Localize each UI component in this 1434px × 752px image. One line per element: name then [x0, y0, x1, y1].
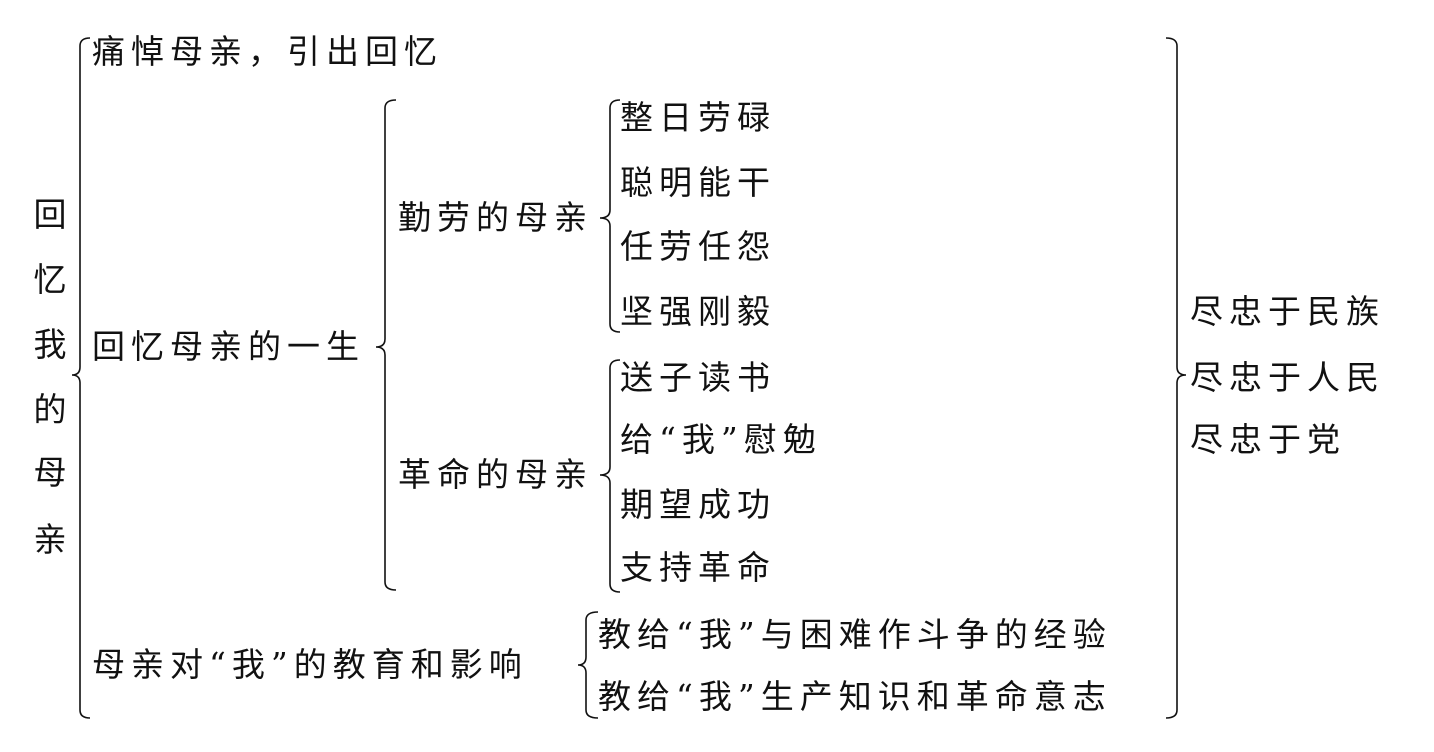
- revolutionary-item: 期望成功: [620, 485, 776, 524]
- influence-item: 教给“我”与困难作斗争的经验: [598, 615, 1112, 654]
- closing-brace: [1165, 37, 1187, 719]
- influence-node: 母亲对“我”的教育和影响: [92, 645, 528, 684]
- influence-brace: [577, 611, 599, 719]
- title-char: 回: [33, 195, 67, 234]
- intro-node: 痛悼母亲，引出回忆: [92, 32, 443, 71]
- life-brace: [375, 99, 397, 591]
- revolutionary-item: 送子读书: [620, 358, 776, 397]
- title-char: 的: [33, 390, 67, 429]
- title-char: 我: [33, 325, 67, 364]
- revolutionary-item: 支持革命: [620, 548, 776, 587]
- conclusion-item: 尽忠于党: [1190, 420, 1346, 459]
- title-char: 亲: [33, 520, 67, 559]
- hardworking-brace: [599, 99, 621, 333]
- influence-item: 教给“我”生产知识和革命意志: [598, 677, 1112, 716]
- conclusion-item: 尽忠于人民: [1190, 358, 1385, 397]
- hardworking-node: 勤劳的母亲: [398, 198, 593, 237]
- title-char: 忆: [33, 260, 67, 299]
- revolutionary-brace: [599, 359, 621, 593]
- hardworking-item: 聪明能干: [620, 163, 776, 202]
- main-brace: [71, 37, 91, 719]
- hardworking-item: 整日劳碌: [620, 98, 776, 137]
- hardworking-item: 坚强刚毅: [620, 292, 776, 331]
- conclusion-item: 尽忠于民族: [1190, 292, 1385, 331]
- life-node: 回忆母亲的一生: [92, 327, 365, 366]
- title-char: 母: [33, 453, 67, 492]
- revolutionary-node: 革命的母亲: [398, 455, 593, 494]
- revolutionary-item: 给“我”慰勉: [620, 420, 822, 459]
- hardworking-item: 任劳任怨: [620, 227, 776, 266]
